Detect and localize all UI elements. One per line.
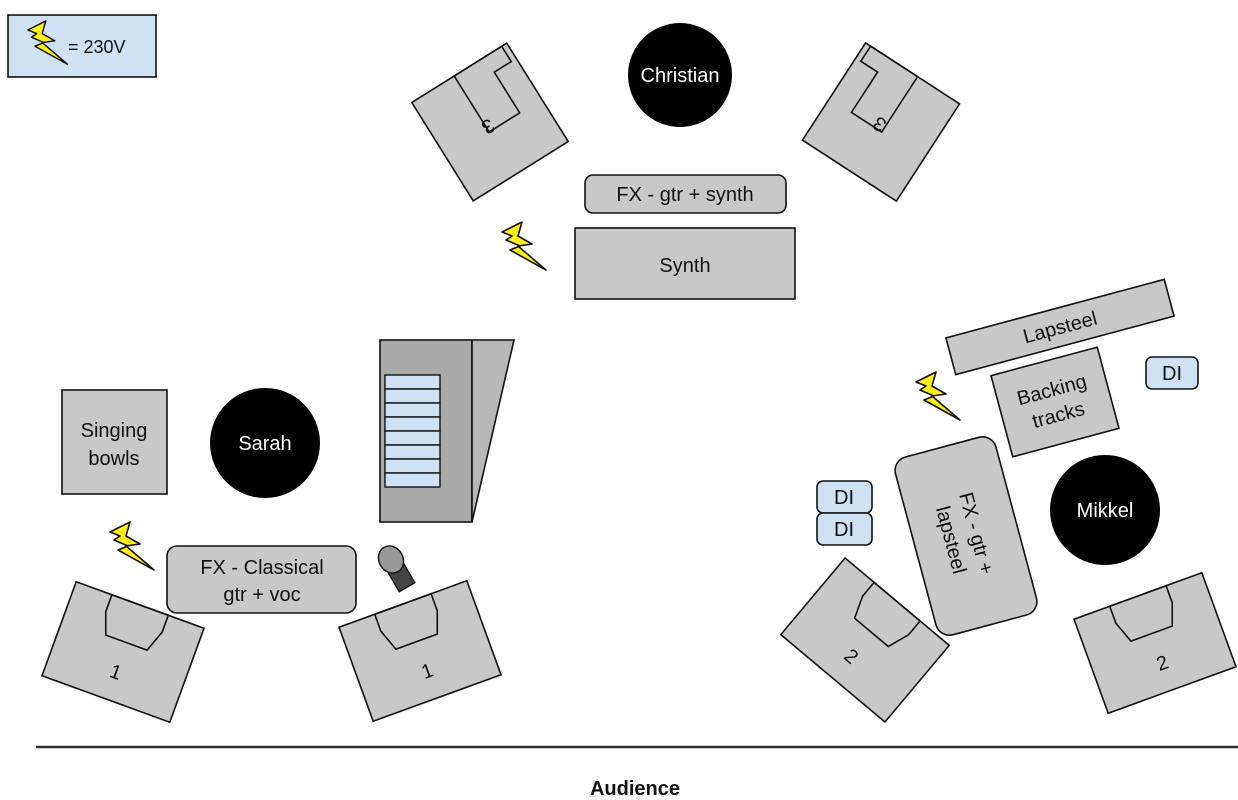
di-box-left-bottom: DI (816, 512, 873, 546)
backing-tracks: Backing tracks (990, 346, 1120, 458)
di-label: DI (834, 487, 854, 509)
power-outlet-icon (109, 521, 155, 571)
power-outlet-icon (501, 221, 547, 271)
synth-label: Synth (659, 255, 710, 277)
monitor-bottom-left-1: 1 (40, 580, 206, 724)
musician-mikkel: Mikkel (1050, 455, 1160, 565)
musician-sarah: Sarah (210, 388, 320, 498)
harp-instrument (379, 339, 516, 523)
fx-gtr-synth-label: FX - gtr + synth (616, 184, 753, 206)
di-box-left-top: DI (816, 480, 873, 514)
musician-name: Mikkel (1077, 500, 1134, 522)
singing-bowls-label-2: bowls (88, 448, 139, 470)
di-label: DI (1162, 363, 1182, 385)
synth: Synth (574, 227, 796, 300)
fx-classical-label-1: FX - Classical (200, 557, 323, 579)
fx-classical-gtr-voc: FX - Classical gtr + voc (166, 545, 357, 614)
legend-text: = 230V (68, 37, 126, 57)
di-box-right: DI (1145, 356, 1199, 390)
monitor-bottom-right-1: 2 (779, 556, 951, 724)
monitor-bottom-left-2: 1 (337, 579, 503, 723)
microphone-icon (377, 545, 416, 593)
monitor-top-left: 3 (410, 42, 570, 202)
audience-label: Audience (590, 778, 680, 800)
legend: = 230V (7, 14, 157, 78)
fx-classical-label-2: gtr + voc (223, 584, 300, 606)
fx-gtr-synth: FX - gtr + synth (584, 174, 787, 214)
di-label: DI (834, 519, 854, 541)
musician-christian: Christian (628, 23, 732, 127)
singing-bowls-label-1: Singing (81, 420, 148, 442)
monitor-bottom-right-2: 2 (1072, 571, 1238, 715)
singing-bowls: Singing bowls (61, 389, 168, 495)
musician-name: Sarah (238, 433, 291, 455)
monitor-top-right: 3 (801, 41, 961, 203)
musician-name: Christian (641, 65, 720, 87)
lightning-bolt-icon (27, 20, 69, 65)
power-outlet-icon (915, 371, 961, 421)
fx-gtr-lapsteel: FX - gtr + lapsteel (894, 436, 1038, 636)
